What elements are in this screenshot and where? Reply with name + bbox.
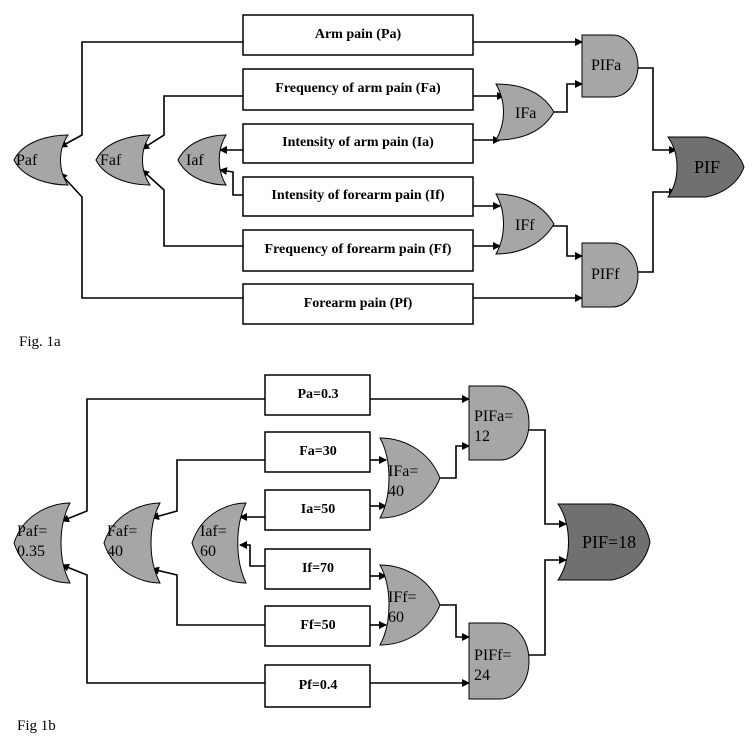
fig-a-gate-pifa: PIFa (581, 34, 639, 98)
figure-1a: Arm pain (Pa) Frequency of arm pain (Fa)… (13, 14, 745, 350)
fig-b-box-pf-label: Pf=0.4 (299, 678, 338, 693)
fig-b-gate-pif-label: PIF=18 (582, 532, 636, 552)
fig-b-gate-pifa-line2: 12 (474, 428, 490, 445)
fig-b-gate-pifa-line1: PIFa= (474, 408, 513, 425)
figure-1b: Pa=0.3 Fa=30 Ia=50 If=70 Ff=50 Pf=0.4 Pa… (13, 374, 651, 734)
fig-b-box-pf: Pf=0.4 (264, 664, 371, 708)
fig-a-gate-iff-label: IFf (515, 217, 535, 234)
fig-a-box-fa: Frequency of arm pain (Fa) (242, 68, 474, 111)
fig-b-gate-piff: PIFf= 24 (468, 622, 530, 700)
fig-b-box-fa-label: Fa=30 (299, 444, 337, 459)
fig-a-box-pf-label: Forearm pain (Pf) (304, 296, 413, 311)
fig-a-gate-iaf-label: Iaf (186, 152, 204, 169)
fig-a-box-if: Intensity of forearm pain (If) (242, 176, 474, 217)
fig-a-box-fa-label: Frequency of arm pain (Fa) (275, 81, 441, 96)
fig-b-gate-ifa-line1: IFa= (388, 463, 418, 480)
fig-b-gate-paf: Paf= 0.35 (13, 502, 71, 584)
fig-a-box-if-label: Intensity of forearm pain (If) (271, 188, 445, 203)
fig-b-gate-piff-line1: PIFf= (474, 647, 511, 664)
fig-a-gate-piff-label: PIFf (591, 266, 620, 283)
fig-b-gate-ifa: IFa= 40 (379, 437, 441, 519)
fig-b-gate-paf-line1: Paf= (17, 523, 47, 540)
fig-b-wires (61, 395, 567, 687)
fig-b-gate-iaf-line1: Iaf= (200, 523, 227, 540)
fig-b-box-ia: Ia=50 (264, 489, 371, 531)
fig-b-gate-iaf-line2: 60 (200, 543, 216, 560)
fig-b-gate-pifa: PIFa= 12 (468, 385, 530, 461)
fig-a-box-pa-label: Arm pain (Pa) (315, 27, 402, 42)
fig-b-box-ff-label: Ff=50 (300, 618, 335, 633)
fig-a-box-pa: Arm pain (Pa) (242, 14, 474, 56)
fig-a-gate-pifa-label: PIFa (591, 57, 621, 74)
fig-a-gate-faf-label: Faf (100, 152, 122, 169)
fig-b-gate-iff-line1: IFf= (388, 589, 417, 606)
fig-b-gate-iaf: Iaf= 60 (191, 502, 247, 584)
fig-a-caption: Fig. 1a (19, 334, 61, 350)
fig-b-box-ia-label: Ia=50 (301, 502, 335, 517)
fig-a-gate-pif-label: PIF (694, 157, 720, 177)
fig-b-box-if-label: If=70 (302, 561, 334, 576)
fig-a-gate-pif: PIF (667, 136, 745, 198)
fig-a-gate-ifa: IFa (495, 83, 555, 141)
fig-a-gate-piff: PIFf (581, 242, 639, 308)
fig-b-gate-paf-line2: 0.35 (17, 543, 45, 560)
fig-b-box-pa: Pa=0.3 (264, 374, 371, 416)
fig-b-gate-piff-line2: 24 (474, 667, 490, 684)
fig-a-box-ia: Intensity of arm pain (Ia) (242, 123, 474, 164)
fig-a-gate-paf: Paf (13, 134, 69, 186)
fig-b-box-if: If=70 (264, 548, 371, 590)
fig-b-gate-pif: PIF=18 (557, 503, 651, 581)
fig-b-gate-ifa-line2: 40 (388, 483, 404, 500)
fig-a-box-ia-label: Intensity of arm pain (Ia) (282, 135, 434, 150)
fig-a-gate-iaf: Iaf (177, 134, 227, 186)
fig-a-gate-ifa-label: IFa (515, 105, 536, 122)
fig-a-gate-paf-label: Paf (16, 152, 38, 169)
fig-b-gate-iff-line2: 60 (388, 609, 404, 626)
fig-b-gate-faf: Faf= 40 (103, 502, 161, 584)
fig-a-box-ff: Frequency of forearm pain (Ff) (242, 229, 474, 272)
fig-a-box-ff-label: Frequency of forearm pain (Ff) (265, 242, 452, 257)
fig-a-gate-faf: Faf (95, 134, 151, 186)
fig-b-box-pa-label: Pa=0.3 (297, 387, 338, 402)
fig-b-box-ff: Ff=50 (264, 605, 371, 647)
fig-b-gate-faf-line2: 40 (107, 543, 123, 560)
fig-a-gate-iff: IFf (495, 193, 555, 255)
fig-b-box-fa: Fa=30 (264, 431, 371, 473)
fig-a-wires (59, 38, 677, 302)
fig-a-box-pf: Forearm pain (Pf) (242, 283, 474, 325)
fig-b-caption: Fig 1b (17, 718, 56, 734)
fig-b-gate-iff: IFf= 60 (379, 564, 441, 646)
fig-b-gate-faf-line1: Faf= (107, 523, 137, 540)
